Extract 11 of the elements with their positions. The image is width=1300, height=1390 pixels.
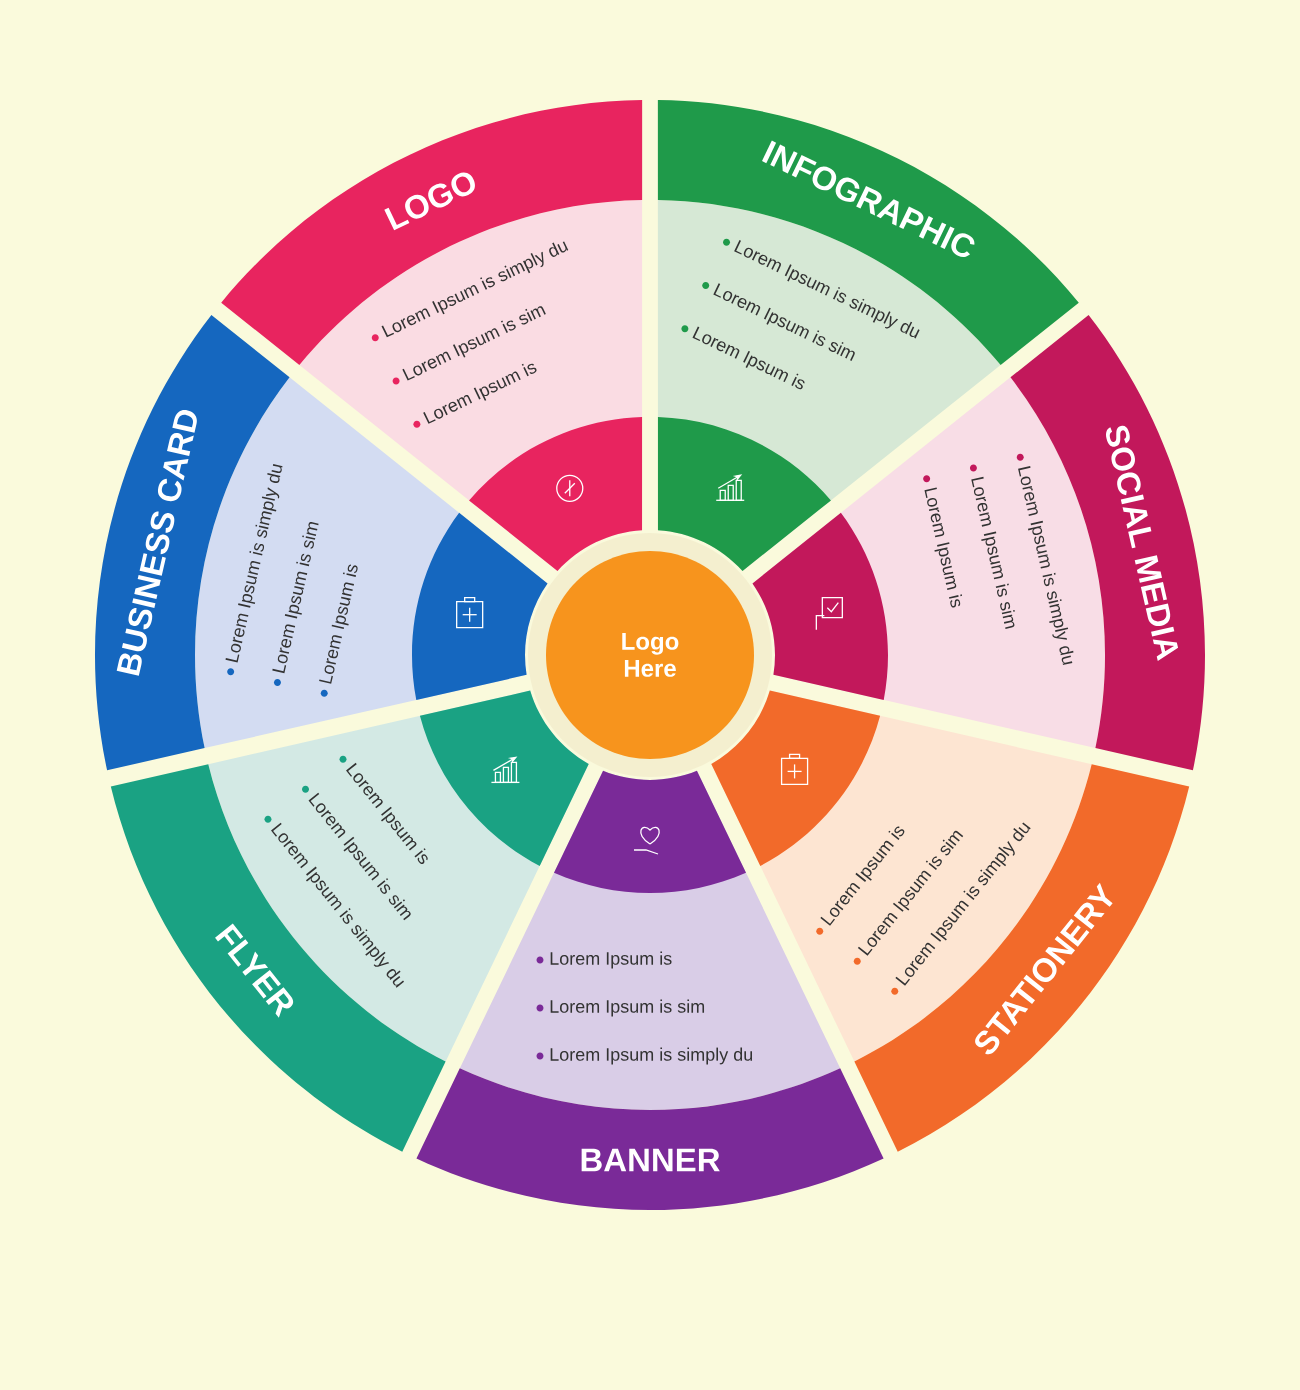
center-label: Logo Here	[622, 633, 679, 677]
bullet-item: Lorem Ipsum is	[536, 951, 672, 969]
bullet-item: Lorem Ipsum is sim	[969, 464, 1015, 629]
bullet-item: Lorem Ipsum is sim	[272, 522, 319, 686]
segment-title: SOCIAL MEDIA	[1106, 425, 1179, 661]
bullet-item: Lorem Ipsum is	[923, 475, 963, 608]
bullet-item: Lorem Ipsum is	[319, 564, 358, 697]
bullet-item: Lorem Ipsum is simply du	[536, 1047, 753, 1065]
bullet-item: Lorem Ipsum is sim	[536, 999, 705, 1017]
segment-title: BANNER	[581, 1148, 720, 1172]
bullet-item: Lorem Ipsum is simply du	[1016, 453, 1074, 666]
